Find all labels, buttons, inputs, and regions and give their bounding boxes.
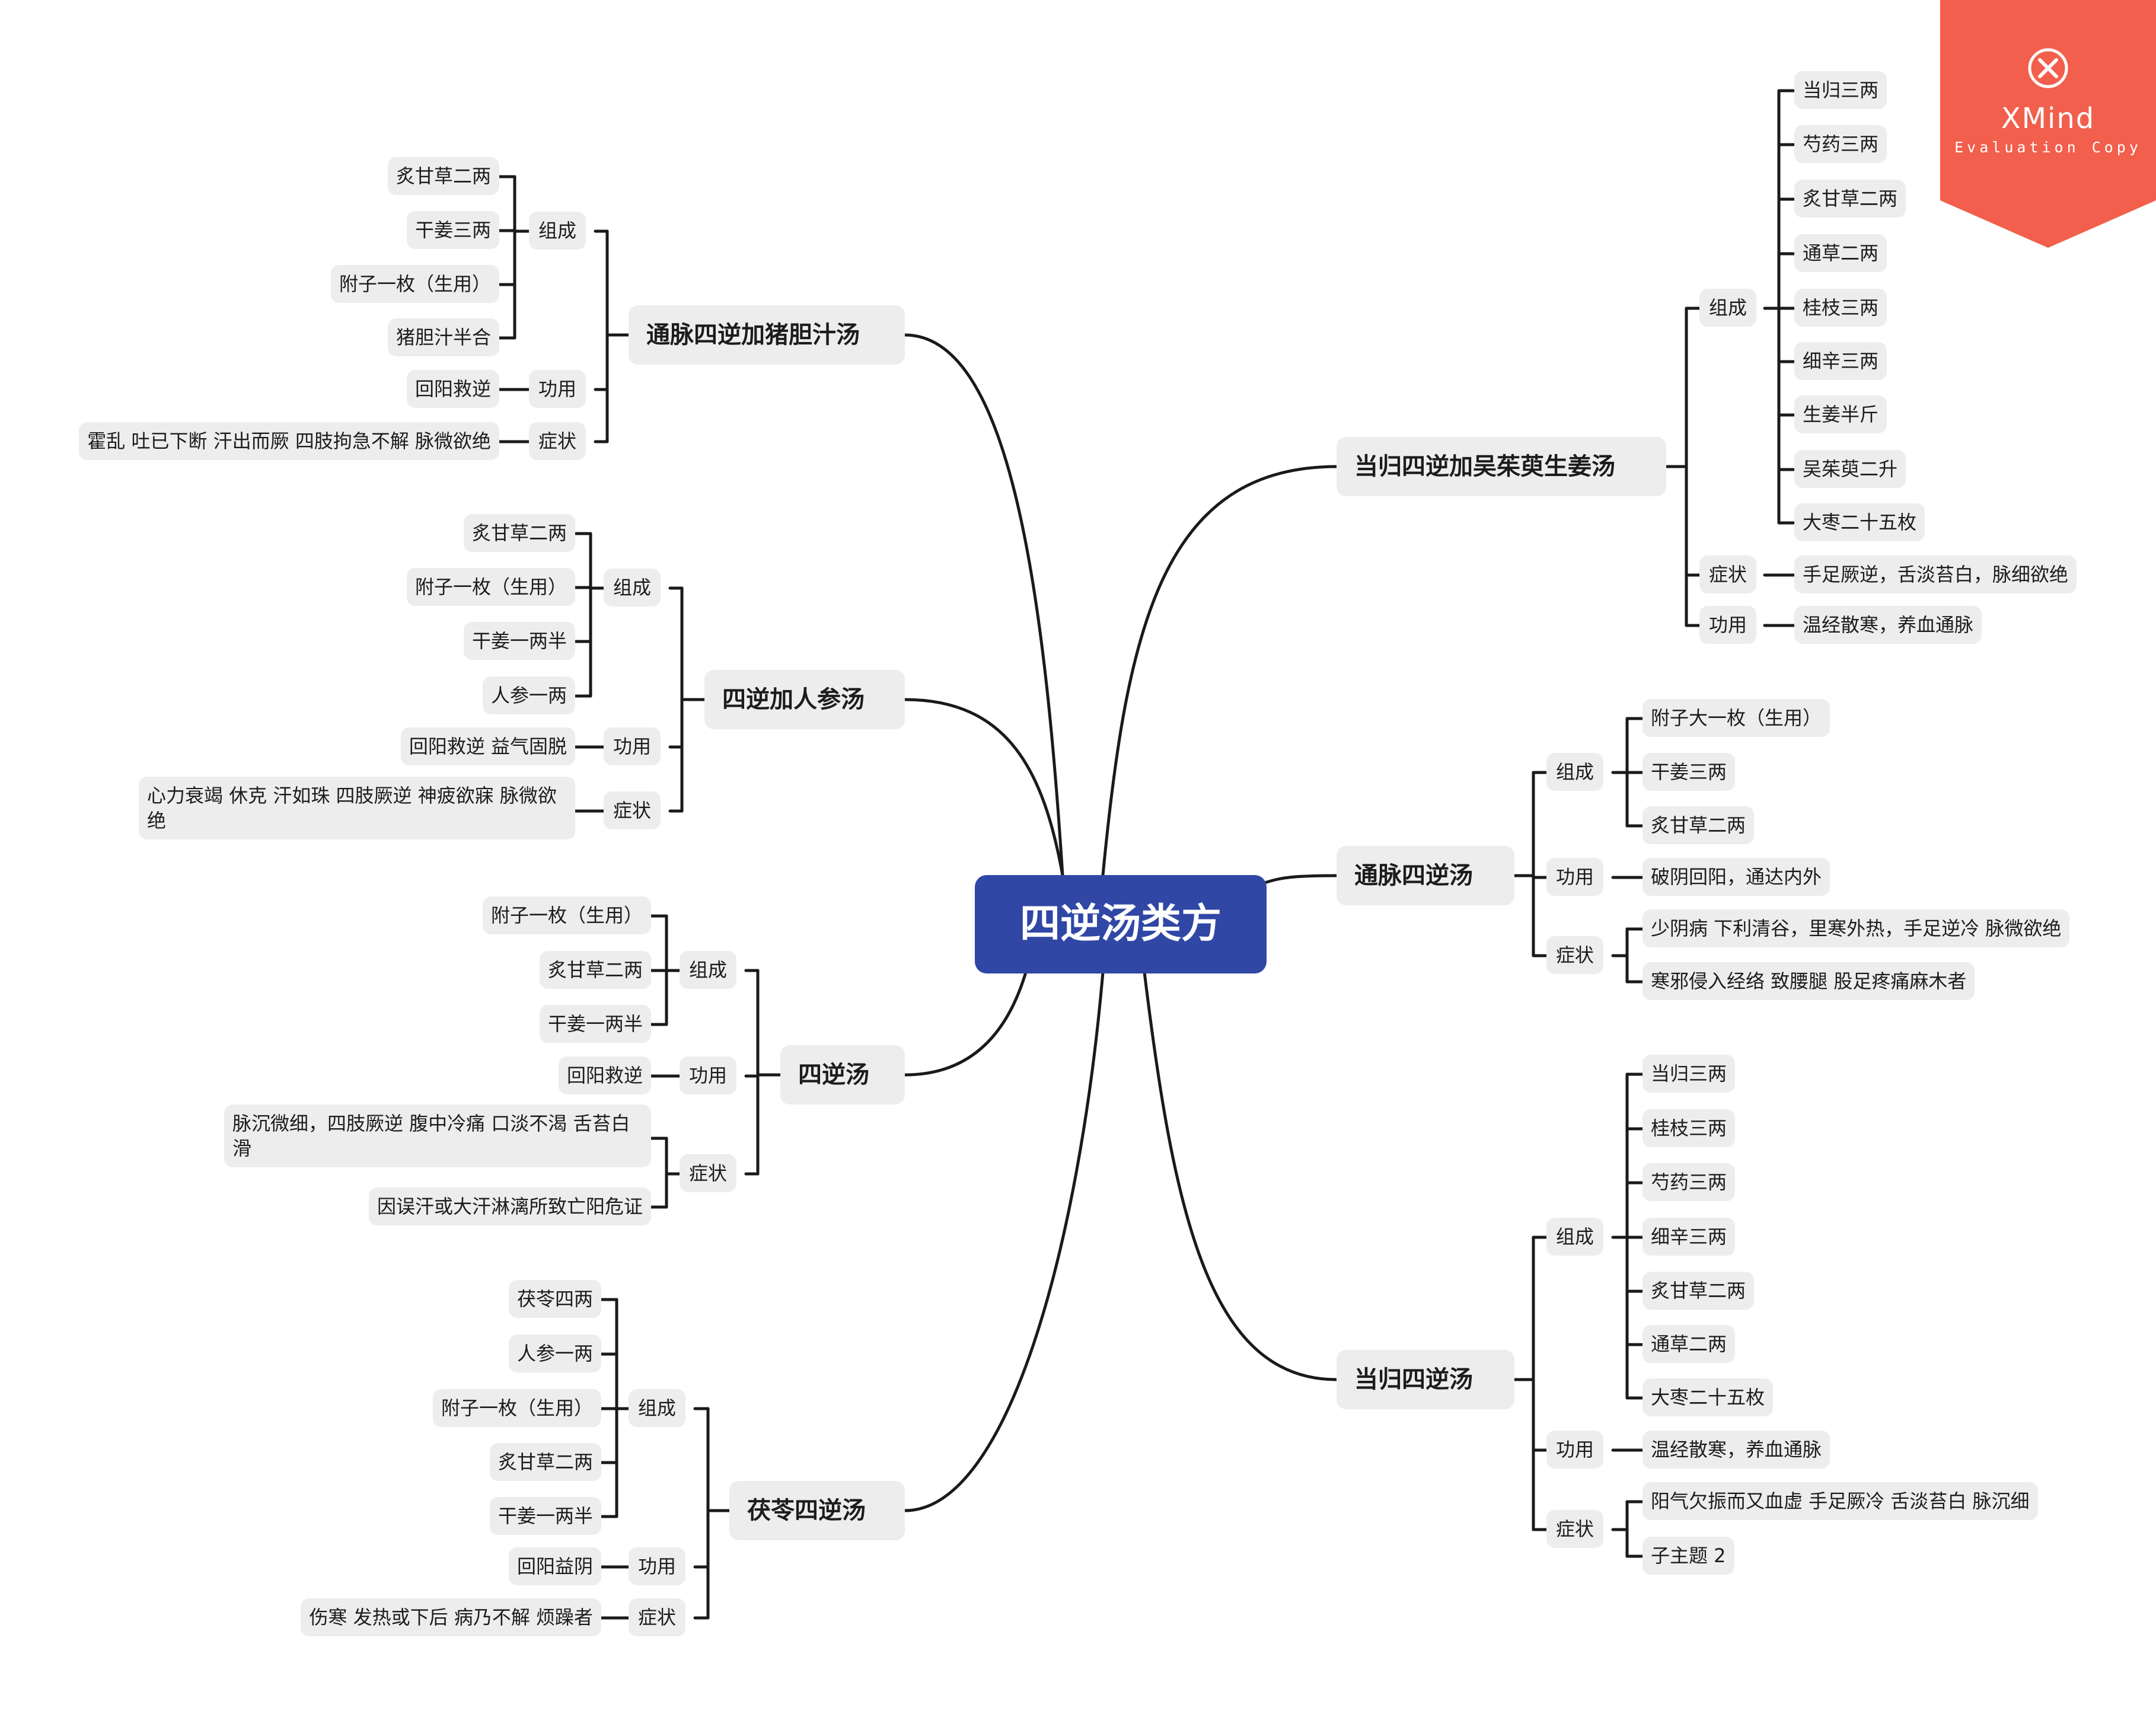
tongmai-zhudan-gongyong-label[interactable]: 功用	[529, 370, 586, 408]
danggui-zucheng-item[interactable]: 炙甘草二两	[1642, 1272, 1755, 1310]
fuling-zucheng-label[interactable]: 组成	[629, 1389, 686, 1427]
renshen-zucheng-item[interactable]: 人参一两	[482, 676, 575, 714]
sini-gongyong-item[interactable]: 回阳救逆	[558, 1056, 651, 1094]
tongmai-zhengzhuang-item[interactable]: 少阴病 下利清谷，里寒外热，手足逆冷 脉微欲绝	[1642, 909, 2070, 947]
sini-zucheng-item[interactable]: 炙甘草二两	[539, 951, 651, 989]
fuling-zhengzhuang-item[interactable]: 伤寒 发热或下后 病乃不解 烦躁者	[301, 1598, 601, 1636]
danggui-wuzhuyu-gongyong-label[interactable]: 功用	[1699, 606, 1757, 644]
fuling-zhengzhuang-label[interactable]: 症状	[629, 1598, 686, 1636]
tongmai-zhengzhuang-item[interactable]: 寒邪侵入经络 致腰腿 股足疼痛麻木者	[1642, 962, 1975, 1000]
tongmai-zhudan-zucheng-label[interactable]: 组成	[529, 212, 586, 250]
danggui-wuzhuyu-zucheng-item[interactable]: 桂枝三两	[1794, 289, 1887, 327]
tongmai-gongyong-item[interactable]: 破阴回阳，通达内外	[1642, 858, 1830, 896]
danggui-gongyong-label[interactable]: 功用	[1546, 1431, 1604, 1469]
renshen-zucheng-item[interactable]: 干姜一两半	[463, 622, 575, 660]
danggui-wuzhuyu-zucheng-item[interactable]: 芍药三两	[1794, 125, 1887, 163]
branch-tongmai[interactable]: 通脉四逆汤	[1337, 846, 1514, 905]
renshen-zucheng-item[interactable]: 炙甘草二两	[463, 514, 575, 552]
renshen-gongyong-item[interactable]: 回阳救逆 益气固脱	[400, 727, 575, 765]
branch-danggui[interactable]: 当归四逆汤	[1337, 1350, 1514, 1409]
fuling-zucheng-item[interactable]: 炙甘草二两	[489, 1443, 601, 1481]
danggui-wuzhuyu-zucheng-item[interactable]: 大枣二十五枚	[1794, 503, 1925, 541]
tongmai-zhudan-zhengzhuang-label[interactable]: 症状	[529, 422, 586, 460]
fuling-zucheng-item[interactable]: 附子一枚（生用）	[432, 1389, 601, 1427]
sini-zucheng-label[interactable]: 组成	[680, 951, 737, 989]
danggui-wuzhuyu-zhengzhuang-label[interactable]: 症状	[1699, 556, 1757, 593]
danggui-zucheng-item[interactable]: 桂枝三两	[1642, 1109, 1736, 1147]
tongmai-zhudan-gongyong-item[interactable]: 回阳救逆	[406, 370, 499, 408]
danggui-gongyong-item[interactable]: 温经散寒，养血通脉	[1642, 1431, 1830, 1469]
tongmai-zucheng-item[interactable]: 炙甘草二两	[1642, 806, 1755, 844]
tongmai-zhudan-zucheng-item[interactable]: 炙甘草二两	[387, 157, 499, 195]
renshen-zhengzhuang-label[interactable]: 症状	[604, 791, 661, 829]
watermark-subtitle: Evaluation Copy	[1954, 139, 2142, 156]
tongmai-zhengzhuang-label[interactable]: 症状	[1546, 936, 1604, 974]
tongmai-zhudan-zucheng-item[interactable]: 干姜三两	[406, 211, 499, 249]
renshen-gongyong-label[interactable]: 功用	[604, 727, 661, 765]
danggui-wuzhuyu-zhengzhuang-item[interactable]: 手足厥逆，舌淡苔白，脉细欲绝	[1794, 556, 2077, 593]
watermark-brand: XMind	[2001, 102, 2096, 135]
tongmai-zhudan-zhengzhuang-item[interactable]: 霍乱 吐已下断 汗出而厥 四肢拘急不解 脉微欲绝	[79, 422, 499, 460]
sini-gongyong-label[interactable]: 功用	[680, 1056, 737, 1094]
renshen-zucheng-label[interactable]: 组成	[604, 569, 661, 606]
root-topic[interactable]: 四逆汤类方	[975, 875, 1267, 973]
branch-fuling[interactable]: 茯苓四逆汤	[729, 1481, 905, 1540]
fuling-gongyong-label[interactable]: 功用	[629, 1547, 686, 1585]
sini-zucheng-item[interactable]: 干姜一两半	[539, 1005, 651, 1043]
danggui-wuzhuyu-gongyong-item[interactable]: 温经散寒，养血通脉	[1794, 606, 1982, 644]
fuling-zucheng-item[interactable]: 茯苓四两	[508, 1280, 601, 1318]
danggui-zhengzhuang-item[interactable]: 子主题 2	[1642, 1537, 1734, 1575]
danggui-wuzhuyu-zucheng-item[interactable]: 当归三两	[1794, 71, 1887, 109]
danggui-zucheng-item[interactable]: 大枣二十五枚	[1642, 1378, 1774, 1416]
fuling-zucheng-item[interactable]: 干姜一两半	[489, 1497, 601, 1535]
sini-zhengzhuang-label[interactable]: 症状	[680, 1154, 737, 1192]
branch-renshen[interactable]: 四逆加人参汤	[704, 670, 905, 729]
danggui-zucheng-label[interactable]: 组成	[1546, 1218, 1604, 1256]
danggui-zhengzhuang-label[interactable]: 症状	[1546, 1510, 1604, 1548]
danggui-wuzhuyu-zucheng-item[interactable]: 生姜半斤	[1794, 395, 1887, 433]
xmind-evaluation-watermark: XMind Evaluation Copy	[1940, 0, 2156, 248]
tongmai-zhudan-zucheng-item[interactable]: 附子一枚（生用）	[330, 265, 499, 303]
danggui-zucheng-item[interactable]: 当归三两	[1642, 1055, 1736, 1093]
danggui-zucheng-item[interactable]: 细辛三两	[1642, 1218, 1736, 1256]
renshen-zhengzhuang-item[interactable]: 心力衰竭 休克 汗如珠 四肢厥逆 神疲欲寐 脉微欲绝	[139, 777, 575, 839]
tongmai-zhudan-zucheng-item[interactable]: 猪胆汁半合	[387, 318, 499, 356]
branch-tongmai-zhudan[interactable]: 通脉四逆加猪胆汁汤	[629, 305, 905, 365]
branch-danggui-wuzhuyu[interactable]: 当归四逆加吴茱萸生姜汤	[1337, 437, 1666, 496]
renshen-zucheng-item[interactable]: 附子一枚（生用）	[406, 568, 575, 606]
tongmai-zucheng-item[interactable]: 干姜三两	[1642, 753, 1736, 791]
danggui-wuzhuyu-zucheng-item[interactable]: 通草二两	[1794, 234, 1887, 272]
sini-zhengzhuang-item[interactable]: 脉沉微细，四肢厥逆 腹中冷痛 口淡不渴 舌苔白滑	[224, 1105, 651, 1167]
danggui-wuzhuyu-zucheng-item[interactable]: 细辛三两	[1794, 342, 1887, 380]
danggui-wuzhuyu-zucheng-item[interactable]: 炙甘草二两	[1794, 180, 1906, 218]
danggui-wuzhuyu-zucheng-item[interactable]: 吴茱萸二升	[1794, 450, 1906, 488]
tongmai-zucheng-item[interactable]: 附子大一枚（生用）	[1642, 699, 1830, 737]
tongmai-zucheng-label[interactable]: 组成	[1546, 753, 1604, 791]
danggui-zucheng-item[interactable]: 芍药三两	[1642, 1163, 1736, 1201]
danggui-zhengzhuang-item[interactable]: 阳气欠振而又血虚 手足厥冷 舌淡苔白 脉沉细	[1642, 1482, 2038, 1520]
branch-sini[interactable]: 四逆汤	[780, 1045, 905, 1105]
danggui-zucheng-item[interactable]: 通草二两	[1642, 1325, 1736, 1363]
danggui-wuzhuyu-zucheng-label[interactable]: 组成	[1699, 289, 1757, 327]
fuling-gongyong-item[interactable]: 回阳益阴	[508, 1547, 601, 1585]
xmind-logo-icon	[2028, 48, 2068, 88]
sini-zhengzhuang-item[interactable]: 因误汗或大汗淋漓所致亡阳危证	[368, 1188, 651, 1225]
tongmai-gongyong-label[interactable]: 功用	[1546, 858, 1604, 896]
sini-zucheng-item[interactable]: 附子一枚（生用）	[482, 896, 651, 934]
fuling-zucheng-item[interactable]: 人参一两	[508, 1335, 601, 1372]
